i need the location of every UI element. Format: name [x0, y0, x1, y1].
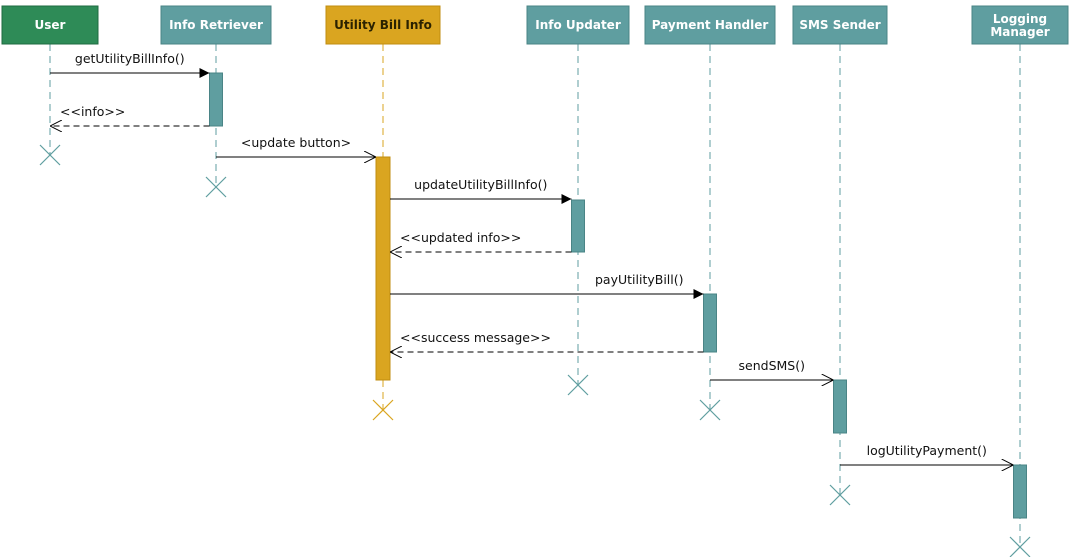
- participant-label: Payment Handler: [652, 18, 769, 32]
- participant-box: [792, 5, 888, 45]
- message-label: <update button>: [241, 135, 351, 150]
- message-3[interactable]: <update button>: [216, 135, 376, 157]
- participant-box: [526, 5, 630, 45]
- participant-box: [1, 5, 99, 45]
- activations: [209, 72, 1027, 519]
- destroy-marker-payment-handler: [699, 399, 721, 421]
- message-4[interactable]: updateUtilityBillInfo(): [390, 177, 572, 204]
- participant-info-updater[interactable]: Info Updater: [526, 5, 630, 45]
- destroy-marker-sms-sender: [829, 484, 851, 506]
- destroy-markers: [39, 144, 1031, 557]
- lifelines: [49, 44, 1021, 547]
- message-label: sendSMS(): [739, 358, 805, 373]
- participant-user[interactable]: User: [1, 5, 99, 45]
- activation-bar-payment-handler: [703, 293, 717, 353]
- participant-utility-bill-info[interactable]: Utility Bill Info: [325, 5, 441, 45]
- participant-sms-sender[interactable]: SMS Sender: [792, 5, 888, 45]
- message-7[interactable]: <<success message>>: [390, 330, 704, 352]
- message-6[interactable]: payUtilityBill(): [390, 272, 704, 299]
- activation-bar-sms-sender: [833, 379, 847, 434]
- participant-payment-handler[interactable]: Payment Handler: [644, 5, 776, 45]
- message-label: <<updated info>>: [400, 230, 521, 245]
- participant-label: Utility Bill Info: [334, 18, 432, 32]
- destroy-marker-user: [39, 144, 61, 166]
- message-label: logUtilityPayment(): [867, 443, 987, 458]
- activation-bar-info-updater: [571, 199, 585, 253]
- participant-box: [644, 5, 776, 45]
- destroy-marker-info-updater: [567, 374, 589, 396]
- destroy-marker-logging-manager: [1009, 536, 1031, 557]
- message-9[interactable]: logUtilityPayment(): [840, 443, 1014, 465]
- participant-info-retriever[interactable]: Info Retriever: [160, 5, 272, 45]
- participant-heads: User Info Retriever Utility Bill Info Info …: [1, 5, 1069, 45]
- message-label: getUtilityBillInfo(): [75, 51, 185, 66]
- message-label: payUtilityBill(): [595, 272, 684, 287]
- destroy-marker-utility-bill-info: [372, 399, 394, 421]
- participant-label: Info Updater: [535, 18, 621, 32]
- message-1[interactable]: getUtilityBillInfo(): [50, 51, 210, 78]
- participant-label: User: [35, 18, 66, 32]
- destroy-marker-info-retriever: [205, 176, 227, 198]
- activation-bar-utility-bill-info: [375, 156, 391, 381]
- message-8[interactable]: sendSMS(): [710, 358, 834, 380]
- message-label: <<info>>: [60, 104, 125, 119]
- participant-label: Info Retriever: [169, 18, 263, 32]
- participant-box: [971, 5, 1069, 45]
- messages: getUtilityBillInfo() <<info>> <update butt…: [50, 51, 1014, 465]
- message-2[interactable]: <<info>>: [50, 104, 210, 126]
- participant-label: Manager: [990, 25, 1049, 39]
- activation-bar-logging-manager: [1013, 464, 1027, 519]
- participant-box: [160, 5, 272, 45]
- message-label: <<success message>>: [400, 330, 551, 345]
- participant-box: [325, 5, 441, 45]
- participant-label: SMS Sender: [799, 18, 880, 32]
- activation-bar-info-retriever: [209, 72, 223, 127]
- message-label: updateUtilityBillInfo(): [414, 177, 547, 192]
- participant-label: Logging: [993, 12, 1047, 26]
- message-5[interactable]: <<updated info>>: [390, 230, 572, 252]
